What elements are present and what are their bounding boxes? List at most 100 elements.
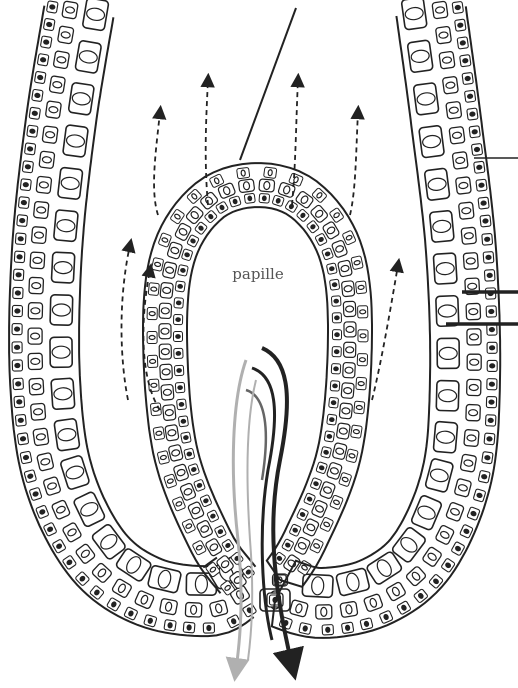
cell	[162, 262, 177, 279]
cell-nucleus	[15, 309, 20, 313]
cell	[425, 458, 454, 493]
cell	[173, 464, 189, 482]
cell	[346, 449, 359, 463]
cell	[259, 179, 275, 192]
cell	[29, 277, 44, 294]
cell	[363, 594, 383, 613]
cell-nucleus	[474, 147, 479, 152]
cell-nucleus	[37, 75, 43, 80]
cell	[36, 176, 52, 193]
cell-nucleus	[27, 147, 32, 152]
cell-nucleus	[177, 369, 182, 373]
cell	[358, 306, 368, 318]
cell-nucleus	[176, 352, 181, 356]
cell	[446, 502, 465, 522]
cell-nucleus	[35, 93, 41, 98]
cell-nucleus	[334, 367, 339, 371]
cell	[153, 427, 165, 440]
cell-nucleus	[489, 328, 494, 332]
cell	[30, 403, 45, 420]
cell	[60, 455, 90, 490]
cell	[53, 51, 69, 69]
cell	[148, 283, 159, 296]
cell	[165, 424, 179, 441]
cell	[432, 1, 448, 19]
cell	[357, 354, 367, 366]
cell	[435, 26, 451, 44]
cell-nucleus	[15, 327, 20, 331]
cell	[164, 474, 177, 489]
cell	[351, 425, 363, 438]
cell-nucleus	[489, 400, 494, 404]
cell	[134, 590, 154, 609]
cell	[185, 602, 202, 617]
cell	[356, 281, 367, 294]
cell	[57, 26, 74, 44]
cell-nucleus	[18, 418, 23, 422]
central-strands	[233, 348, 292, 670]
left-epithelium-wall	[12, 0, 257, 633]
cell	[326, 462, 342, 480]
cell	[33, 428, 49, 446]
cell-nucleus	[178, 386, 183, 390]
cell-nucleus	[486, 255, 491, 259]
cell	[170, 209, 185, 225]
cell-nucleus	[364, 621, 369, 627]
cell	[151, 257, 163, 271]
cell	[62, 522, 82, 543]
cell-nucleus	[187, 452, 192, 457]
cell-nucleus	[332, 283, 337, 287]
cell-nucleus	[168, 623, 173, 629]
cell-nucleus	[179, 402, 184, 406]
cell	[336, 423, 350, 440]
cell-nucleus	[50, 5, 56, 10]
cell	[329, 207, 344, 223]
grey-strand	[248, 380, 256, 660]
cell	[463, 253, 478, 270]
cell	[159, 598, 177, 615]
dashed-arrow	[154, 112, 160, 215]
cell	[39, 151, 55, 169]
papilla-epithelium	[147, 167, 368, 596]
cell-nucleus	[319, 465, 324, 470]
cell	[161, 384, 174, 400]
cell-nucleus	[487, 437, 492, 441]
cell	[294, 536, 311, 555]
cell	[436, 296, 459, 327]
cell	[312, 188, 328, 204]
cell	[51, 500, 70, 520]
cell-nucleus	[335, 316, 339, 320]
cell-nucleus	[187, 625, 191, 630]
cell	[209, 600, 228, 618]
dashed-arrow	[206, 80, 208, 205]
cell	[340, 601, 358, 617]
cell-nucleus	[46, 22, 52, 27]
cell-nucleus	[276, 198, 281, 203]
cell	[33, 201, 49, 218]
cell	[354, 401, 365, 414]
cell-nucleus	[248, 196, 252, 201]
cell-nucleus	[21, 200, 26, 204]
papilla-epithelium-outline	[143, 163, 372, 593]
cell-nucleus	[489, 309, 494, 313]
cell	[51, 252, 74, 283]
cell	[238, 179, 254, 193]
cell	[449, 126, 465, 144]
cell-nucleus	[233, 199, 238, 204]
cell	[454, 478, 472, 497]
cell	[302, 574, 333, 598]
cell-nucleus	[16, 382, 21, 386]
right-epithelium-wall	[260, 0, 497, 635]
dashed-arrow	[372, 265, 398, 400]
cell	[29, 378, 44, 395]
cell-nucleus	[479, 183, 484, 188]
cell-nucleus	[183, 435, 188, 439]
cell-nucleus	[25, 165, 30, 170]
cell	[405, 566, 426, 587]
cell	[264, 167, 277, 179]
cell-nucleus	[15, 291, 20, 295]
cell-nucleus	[27, 474, 33, 479]
cell	[192, 540, 206, 555]
cell-nucleus	[32, 111, 38, 116]
cell	[167, 242, 183, 260]
